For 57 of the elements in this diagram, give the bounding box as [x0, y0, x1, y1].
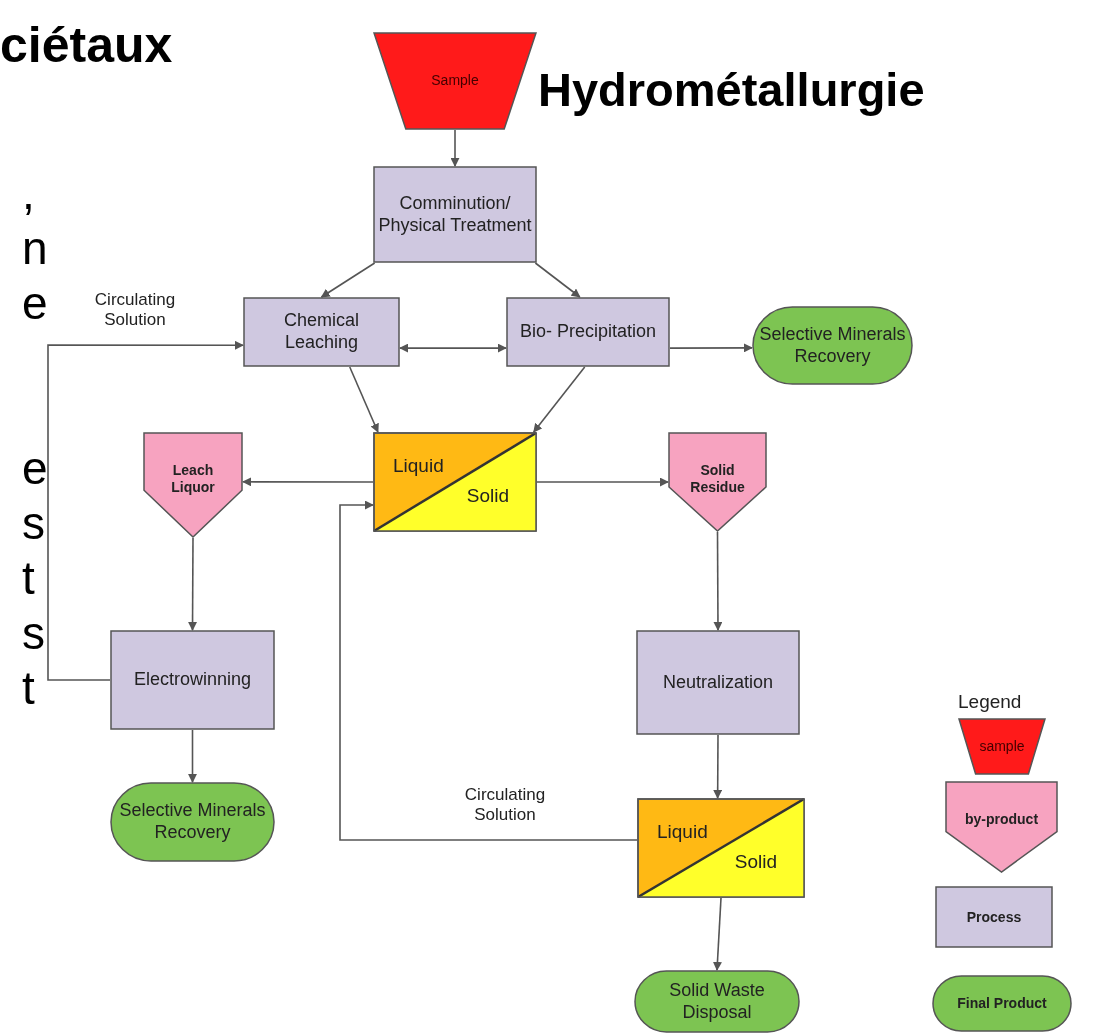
legend-heading: Legend [958, 690, 1022, 714]
cropped-slide-text: t [22, 665, 35, 711]
sample-trapezoid [373, 32, 537, 130]
node-label: Comminution/ Physical Treatment [377, 192, 533, 237]
arrow [669, 343, 753, 353]
arrow [320, 262, 376, 298]
cropped-slide-text: e [22, 445, 48, 491]
arrow [534, 262, 581, 298]
legend-label: by-product [963, 811, 1040, 828]
cropped-slide-text: ciétaux [0, 20, 173, 70]
arrow [713, 531, 723, 631]
node-label: Solid Residue [689, 462, 746, 496]
node-label: Chemical Leaching [283, 310, 360, 354]
arrow [188, 537, 198, 631]
process-box [243, 297, 400, 367]
node-label: Selective Minerals Recovery [118, 800, 267, 844]
node-label: Electrowinning [133, 669, 252, 691]
node-label: Selective Minerals Recovery [758, 323, 907, 368]
arrow [536, 477, 669, 487]
process-box [636, 630, 800, 735]
arrow [713, 734, 723, 799]
by-product-pentagon [668, 432, 767, 532]
node-label: Solid Waste Disposal [668, 979, 766, 1024]
node-label: Neutralization [662, 671, 774, 694]
cropped-slide-text: s [22, 500, 45, 546]
arrow [532, 366, 586, 433]
arrow [188, 729, 197, 783]
cropped-slide-text: e [22, 280, 48, 326]
separation-box [637, 798, 805, 898]
edge-label: Circulating Solution [93, 290, 177, 331]
cropped-slide-text: , [22, 170, 35, 216]
arrow [339, 500, 638, 841]
cropped-slide-text: n [22, 225, 48, 271]
arrow [399, 343, 507, 353]
by-product-pentagon [143, 432, 243, 538]
phase-label: Solid [466, 483, 509, 508]
phase-label: Liquid [393, 454, 444, 478]
cropped-slide-text: t [22, 555, 35, 601]
node-label: Leach Liquor [170, 462, 216, 496]
separation-box [373, 432, 537, 532]
arrow [450, 129, 460, 167]
phase-label: Liquid [657, 820, 708, 844]
legend-label: Final Product [957, 995, 1047, 1012]
legend-label: Process [965, 908, 1023, 926]
node-label: Sample [431, 72, 479, 89]
node-label: Bio- Precipitation [519, 321, 657, 343]
arrow [348, 366, 379, 433]
legend-label: sample [979, 738, 1025, 755]
process-box [373, 166, 537, 263]
edge-label: Circulating Solution [463, 785, 547, 826]
process-box [110, 630, 275, 730]
arrow [242, 477, 374, 487]
phase-label: Solid [734, 849, 777, 874]
cropped-slide-text: s [22, 610, 45, 656]
process-box [506, 297, 670, 367]
arrow [47, 340, 244, 681]
arrow [712, 897, 722, 971]
